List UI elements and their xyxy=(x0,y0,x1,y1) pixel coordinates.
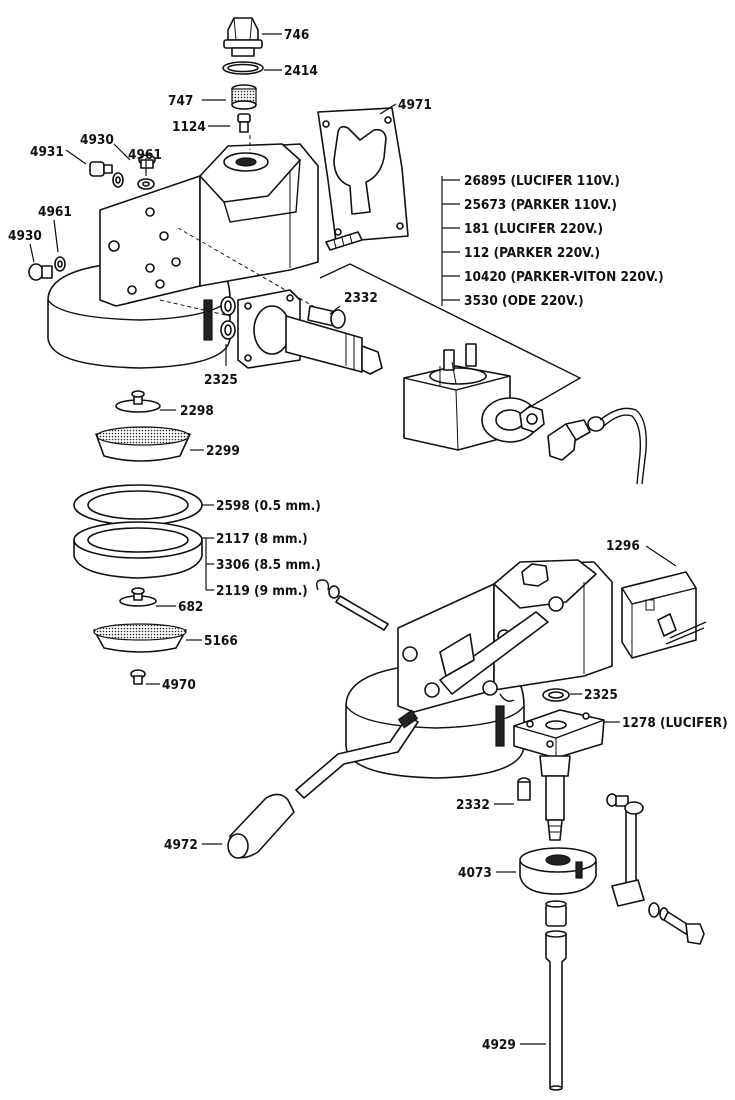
o-ring-2325-bottom xyxy=(542,688,570,702)
label-2414: 2414 xyxy=(284,63,318,79)
label-3306: 3306 (8.5 mm.) xyxy=(216,557,321,573)
washer-4961-left xyxy=(54,256,66,272)
leader-lines xyxy=(29,33,677,1045)
part-labels: 746 2414 747 1124 4971 4931 4930 4961 49… xyxy=(8,27,728,1053)
jet-1124 xyxy=(237,113,251,133)
label-4931: 4931 xyxy=(30,144,64,160)
label-2119: 2119 (9 mm.) xyxy=(216,583,308,599)
linkage-bolt xyxy=(648,902,705,945)
coil-nut xyxy=(519,405,545,433)
label-2325-top: 2325 xyxy=(204,372,238,388)
pivot-rod-top xyxy=(315,579,389,631)
screw-2332-bottom xyxy=(517,777,531,801)
label-4930-top: 4930 xyxy=(80,132,114,148)
screw-2298 xyxy=(115,390,161,413)
threaded-stud xyxy=(325,231,363,251)
label-4961-top: 4961 xyxy=(128,147,162,163)
gasket-2414 xyxy=(222,61,264,75)
label-2598: 2598 (0.5 mm.) xyxy=(216,498,321,514)
washer-4930-top xyxy=(112,172,124,188)
solenoid-callout-bracket xyxy=(319,176,582,409)
spacer-sleeve xyxy=(545,900,567,927)
label-solenoid-26895: 26895 (LUCIFER 110V.) xyxy=(464,173,620,189)
label-4930-left: 4930 xyxy=(8,228,42,244)
label-4971: 4971 xyxy=(398,97,432,113)
label-solenoid-3530: 3530 (ODE 220V.) xyxy=(464,293,584,309)
lever-group-body xyxy=(397,559,613,713)
screw-682 xyxy=(119,587,157,607)
rod-4929 xyxy=(545,930,567,1091)
label-2299: 2299 xyxy=(206,443,240,459)
gasket-plate-4971 xyxy=(317,107,409,243)
screw-2332-top xyxy=(307,305,346,329)
group-head-body xyxy=(47,135,321,369)
cable-elbow-fitting xyxy=(547,416,605,461)
label-2298: 2298 xyxy=(180,403,214,419)
linkage-arm xyxy=(606,793,645,907)
label-solenoid-181: 181 (LUCIFER 220V.) xyxy=(464,221,603,237)
label-2325-bottom: 2325 xyxy=(584,687,618,703)
label-5166: 5166 xyxy=(204,633,238,649)
pin-clip xyxy=(499,693,515,702)
label-4970: 4970 xyxy=(162,677,196,693)
label-4972: 4972 xyxy=(164,837,198,853)
group-gasket-ring xyxy=(73,521,203,579)
power-cable xyxy=(599,407,647,485)
filter-747 xyxy=(231,84,257,110)
label-solenoid-25673: 25673 (PARKER 110V.) xyxy=(464,197,617,213)
washer-4961-top xyxy=(137,178,155,190)
label-4961-left: 4961 xyxy=(38,204,72,220)
micro-switch-1296 xyxy=(621,571,707,659)
label-1124: 1124 xyxy=(172,119,206,135)
screw-4930-top xyxy=(138,154,156,169)
cap-nut-746 xyxy=(223,17,263,57)
label-4073: 4073 xyxy=(458,865,492,881)
label-1296: 1296 xyxy=(606,538,640,554)
label-747: 747 xyxy=(168,93,193,109)
nut-4073 xyxy=(519,847,597,895)
label-2117: 2117 (8 mm.) xyxy=(216,531,308,547)
solenoid-valve xyxy=(237,289,383,375)
label-solenoid-112: 112 (PARKER 220V.) xyxy=(464,245,600,261)
lever-handle-4972 xyxy=(227,793,295,859)
valve-1278 xyxy=(513,709,605,841)
screw-4931 xyxy=(89,161,113,177)
label-746: 746 xyxy=(284,27,309,43)
shower-screen-5166 xyxy=(93,623,187,653)
label-solenoid-10420: 10420 (PARKER-VITON 220V.) xyxy=(464,269,664,285)
lever-arm xyxy=(295,709,419,799)
label-4929: 4929 xyxy=(482,1037,516,1053)
gasket-2598 xyxy=(73,484,203,526)
label-1278: 1278 (LUCIFER) xyxy=(622,715,728,731)
screw-4970 xyxy=(130,669,146,685)
screw-4930-left xyxy=(28,263,53,281)
coil-retaining-ring xyxy=(481,397,539,443)
label-682: 682 xyxy=(178,599,203,615)
label-2332-top: 2332 xyxy=(344,290,378,306)
label-2332-bottom: 2332 xyxy=(456,797,490,813)
shower-screen-2299 xyxy=(95,426,191,462)
o-rings-2325-top xyxy=(220,296,236,340)
